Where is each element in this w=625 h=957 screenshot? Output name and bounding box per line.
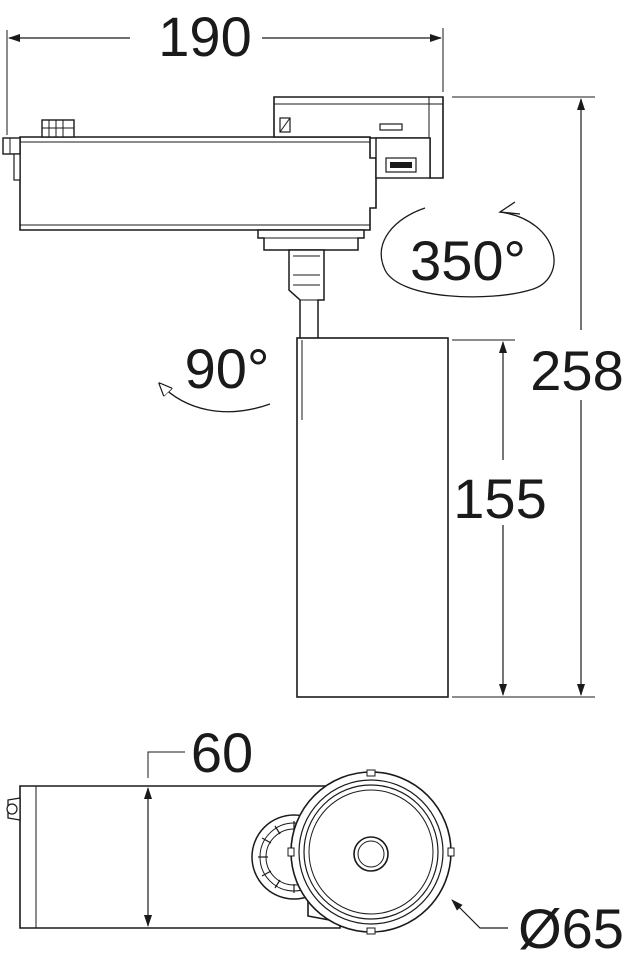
width-dimension: 190 bbox=[6, 5, 444, 135]
head-diameter-label: Ø65 bbox=[518, 897, 624, 957]
head-length-label: 155 bbox=[453, 467, 546, 530]
bottom-width-label: 60 bbox=[191, 721, 253, 784]
height-total-label: 258 bbox=[530, 339, 623, 402]
rotation-350-indicator: 350° bbox=[380, 201, 555, 298]
head-diameter-dimension: Ø65 bbox=[451, 897, 624, 957]
bottom-view bbox=[6, 769, 455, 935]
head-length-dimension: 155 bbox=[452, 339, 547, 696]
width-label: 190 bbox=[158, 5, 251, 68]
ring-notches bbox=[287, 769, 455, 935]
spot-head bbox=[296, 337, 449, 698]
track-adapter bbox=[2, 96, 444, 231]
tilt-90-indicator: 90° bbox=[160, 337, 271, 413]
height-total-dimension: 258 bbox=[452, 96, 624, 698]
rotation-label: 350° bbox=[410, 229, 526, 292]
tilt-label: 90° bbox=[185, 337, 270, 400]
bottom-width-dimension: 60 bbox=[144, 721, 253, 927]
stem-joint bbox=[257, 229, 365, 341]
